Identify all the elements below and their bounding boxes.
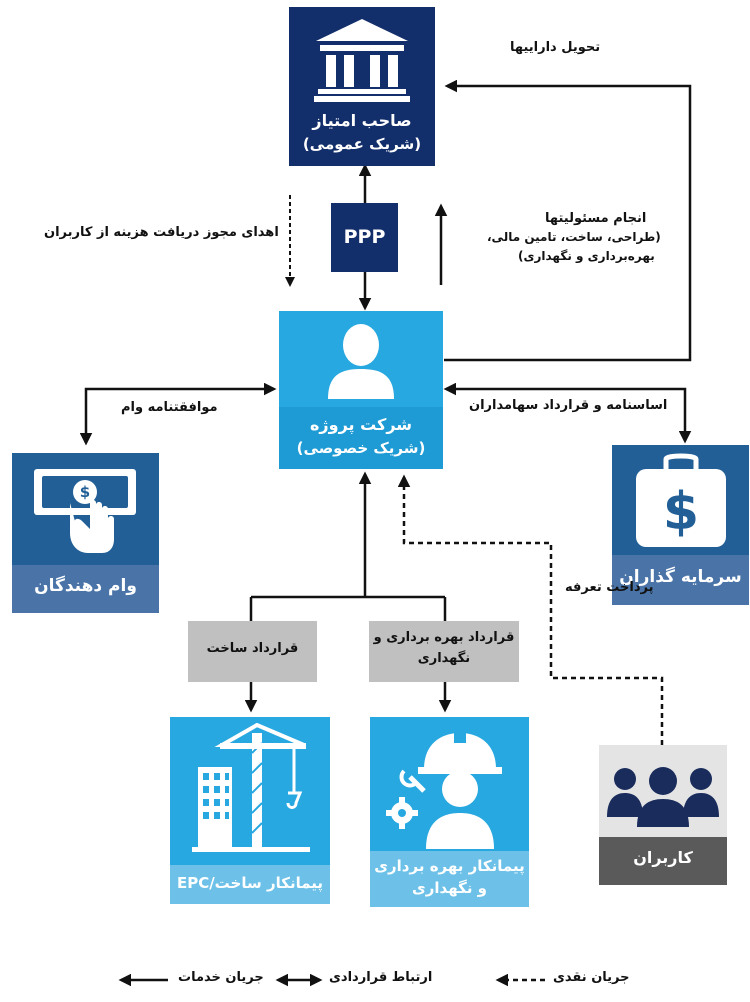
lenders-label: وام دهندگان	[34, 576, 137, 596]
om-contractor-line1: پیمانکار بهره برداری	[374, 857, 525, 875]
asset-transfer-label: تحویل داراییها	[510, 40, 601, 55]
person-icon	[328, 324, 394, 399]
responsibilities-line2: بهره‌برداری و نگهداری)	[518, 249, 655, 263]
legend-contractual-label: ارتباط قراردادی	[329, 970, 433, 985]
loan-agreement-label: موافقتنامه وام	[121, 400, 218, 415]
project-company-box: شرکت پروژه (شریک خصوصی)	[279, 311, 443, 469]
lenders-box: $ وام دهندگان	[12, 453, 159, 613]
users-box: کاربران	[599, 745, 727, 885]
legend-cash-label: جریان نقدی	[553, 970, 630, 985]
articles-agreement-label: اساسنامه و قرارداد سهامداران	[469, 398, 668, 413]
epc-contractor-box: پیمانکار ساخت/EPC	[170, 717, 330, 904]
contract-om-box: قرارداد بهره برداری و نگهداری	[369, 621, 519, 682]
grantor-box: صاحب امتیاز (شریک عمومی)	[289, 7, 435, 166]
legend-services-label: جریان خدمات	[178, 970, 264, 985]
hand-money-icon: $	[34, 469, 136, 553]
tariff-payment-label: پرداخت تعرفه	[565, 580, 654, 595]
money-bag-icon: $	[636, 453, 726, 547]
project-company-title: شرکت پروژه	[309, 415, 413, 434]
om-contractor-box: پیمانکار بهره برداری و نگهداری	[370, 717, 529, 907]
contract-om-line1: قرارداد بهره برداری و	[373, 630, 515, 645]
tariff-payment-arrow	[397, 474, 664, 745]
contract-om-line2: نگهداری	[417, 651, 471, 666]
users-group-icon	[607, 767, 719, 827]
users-label: کاربران	[633, 848, 693, 867]
project-company-subtitle: (شریک خصوصی)	[296, 439, 426, 457]
bank-building-icon	[314, 19, 410, 102]
svg-text:$: $	[80, 483, 90, 501]
contract-build-label: قرارداد ساخت	[206, 641, 299, 656]
contract-build-box: قرارداد ساخت	[188, 621, 317, 682]
shareholders-agreement-arrow	[443, 382, 692, 444]
investors-box: $ سرمایه گذاران	[612, 445, 749, 605]
worker-gear-icon	[386, 729, 502, 849]
om-contractor-line2: و نگهداری	[412, 879, 487, 897]
fee-license-label: اهدای مجوز دریافت هزینه از کاربران	[44, 225, 279, 240]
ppp-box: PPP	[331, 203, 398, 272]
svg-text:$: $	[663, 482, 699, 542]
loan-agreement-arrow	[79, 382, 277, 446]
epc-contractor-label: پیمانکار ساخت/EPC	[176, 874, 324, 892]
asset-transfer-arrow	[444, 79, 692, 362]
investors-label: سرمایه گذاران	[619, 567, 742, 587]
ppp-label: PPP	[343, 226, 386, 248]
responsibilities-title: انجام مسئولیتها	[545, 211, 647, 226]
grantor-subtitle: (شریک عمومی)	[302, 135, 422, 153]
responsibilities-line1: (طراحی، ساخت، تامین مالی،	[487, 230, 661, 244]
grantor-title: صاحب امتیاز	[312, 111, 412, 130]
crane-building-icon	[192, 723, 310, 852]
